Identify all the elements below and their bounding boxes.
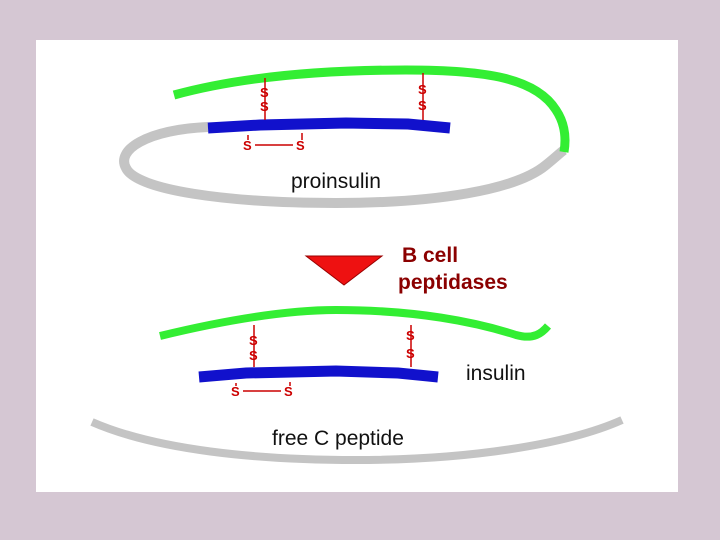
c-peptide-label: free C peptide (272, 427, 404, 450)
svg-text:S: S (249, 333, 258, 348)
insulin-molecule: S S S S S S insulin (159, 305, 552, 399)
enzyme-label-line1: B cell (402, 244, 458, 267)
proinsulin-cleavage-diagram: S S S S S S proinsulin B cell peptidases… (90, 65, 624, 465)
svg-text:S: S (418, 82, 427, 97)
free-c-peptide-arc (90, 416, 624, 465)
svg-text:S: S (406, 346, 415, 361)
slide-panel: S S S S S S proinsulin B cell peptidases… (36, 40, 678, 492)
svg-text:S: S (243, 138, 252, 153)
insulin-b-chain (159, 305, 552, 341)
insulin-disulfide-left: S S (249, 325, 258, 367)
proinsulin-a-chain (207, 117, 451, 134)
insulin-intrachain-disulfide: S S (231, 382, 293, 399)
proinsulin-c-peptide-loop (119, 122, 567, 209)
svg-text:S: S (296, 138, 305, 153)
svg-text:S: S (406, 328, 415, 343)
proinsulin-intrachain-disulfide: S S (243, 133, 305, 153)
insulin-label: insulin (466, 362, 526, 385)
proinsulin-disulfide-right: S S (418, 73, 427, 120)
svg-text:S: S (231, 384, 240, 399)
insulin-disulfide-right: S S (406, 325, 415, 367)
proinsulin-label: proinsulin (291, 170, 381, 193)
svg-text:S: S (260, 85, 269, 100)
svg-text:S: S (284, 384, 293, 399)
svg-text:S: S (249, 348, 258, 363)
enzyme-label-line2: peptidases (398, 271, 508, 294)
proinsulin-molecule: S S S S S S proinsulin (119, 65, 570, 209)
proinsulin-b-chain (172, 65, 570, 153)
insulin-a-chain (198, 365, 439, 383)
proinsulin-disulfide-left: S S (260, 78, 269, 120)
svg-text:S: S (418, 98, 427, 113)
down-arrow-icon (304, 255, 384, 286)
svg-text:S: S (260, 99, 269, 114)
